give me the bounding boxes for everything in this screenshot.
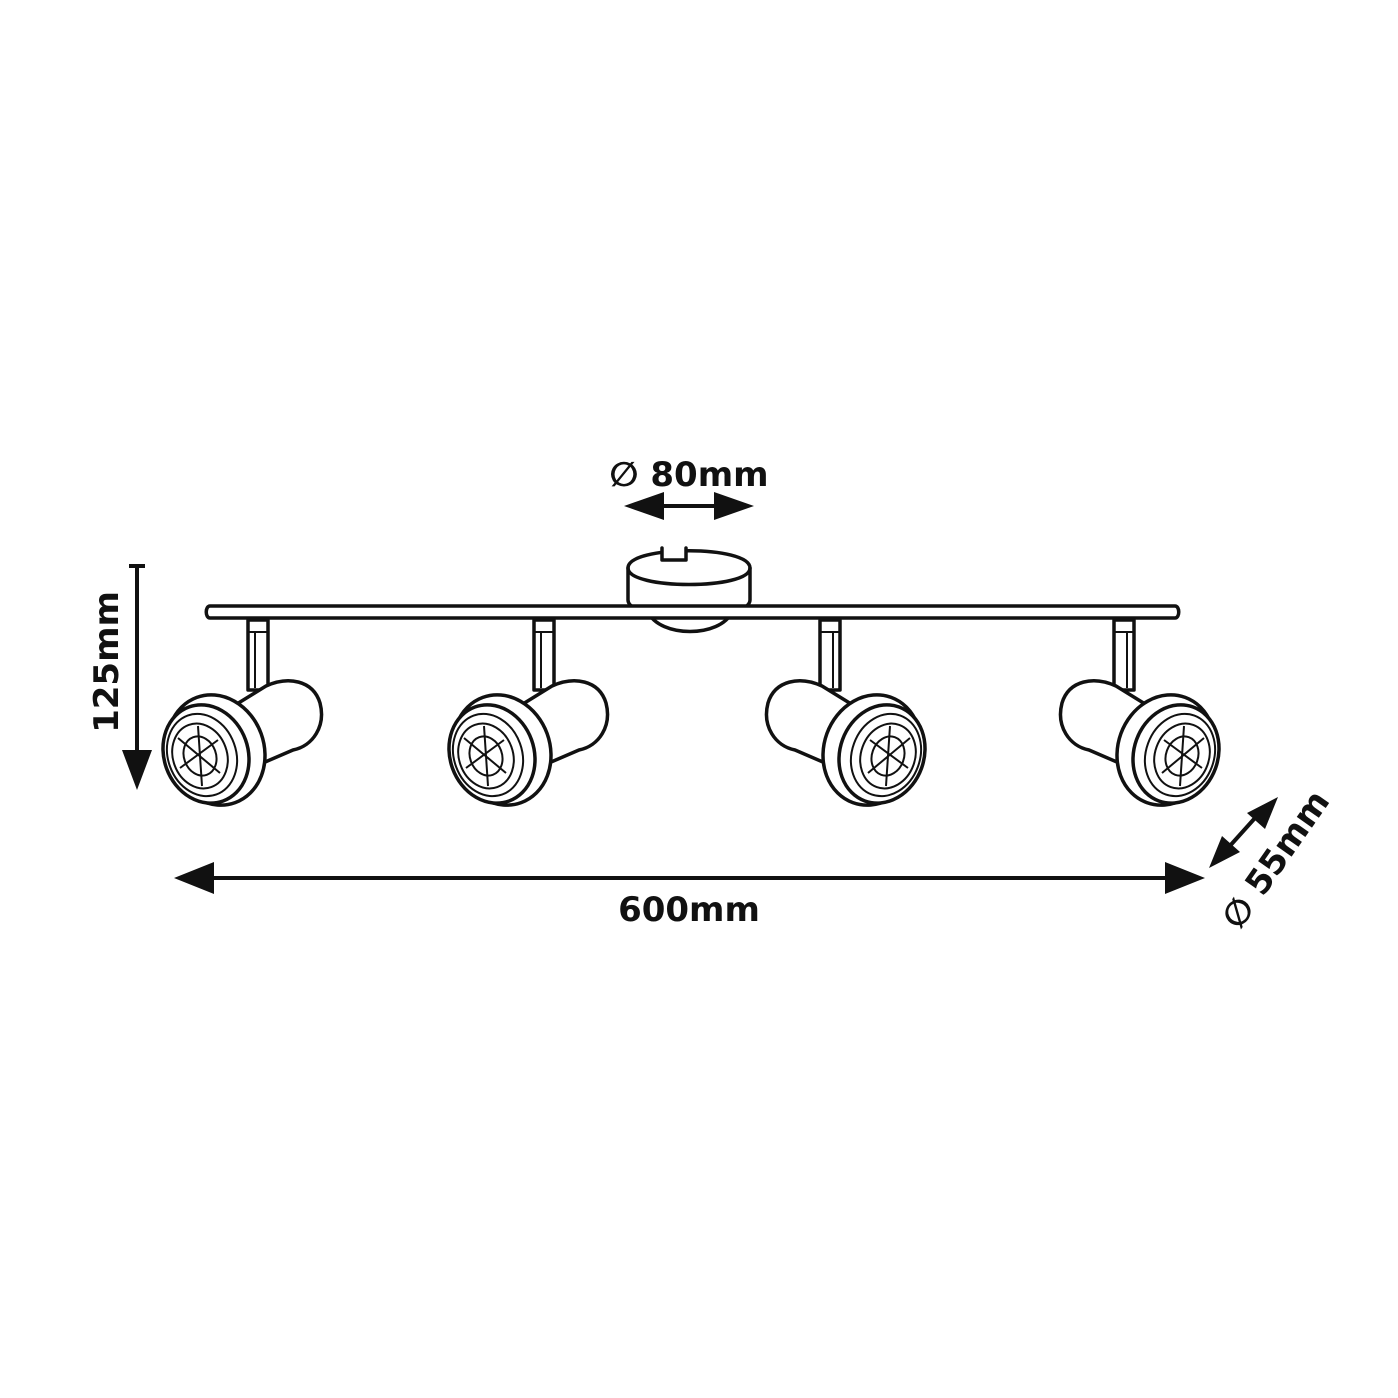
canopy-diameter-dimension: ∅ 80mm [609, 455, 769, 520]
spot-1 [147, 618, 324, 821]
height-label: 125mm [87, 591, 127, 733]
spot-diameter-dimension: ∅ 55mm [1209, 783, 1338, 936]
height-dimension: 125mm [87, 564, 152, 790]
mounting-bar [204, 604, 1181, 620]
canopy-diameter-label: ∅ 80mm [609, 455, 768, 495]
length-dimension: 600mm [174, 862, 1205, 930]
spot-3 [764, 618, 941, 821]
spot-diameter-label: ∅ 55mm [1214, 783, 1338, 936]
spot-2 [433, 618, 610, 821]
length-label: 600mm [618, 890, 760, 930]
spot-4 [1058, 618, 1235, 821]
spots-layer [147, 618, 1235, 821]
